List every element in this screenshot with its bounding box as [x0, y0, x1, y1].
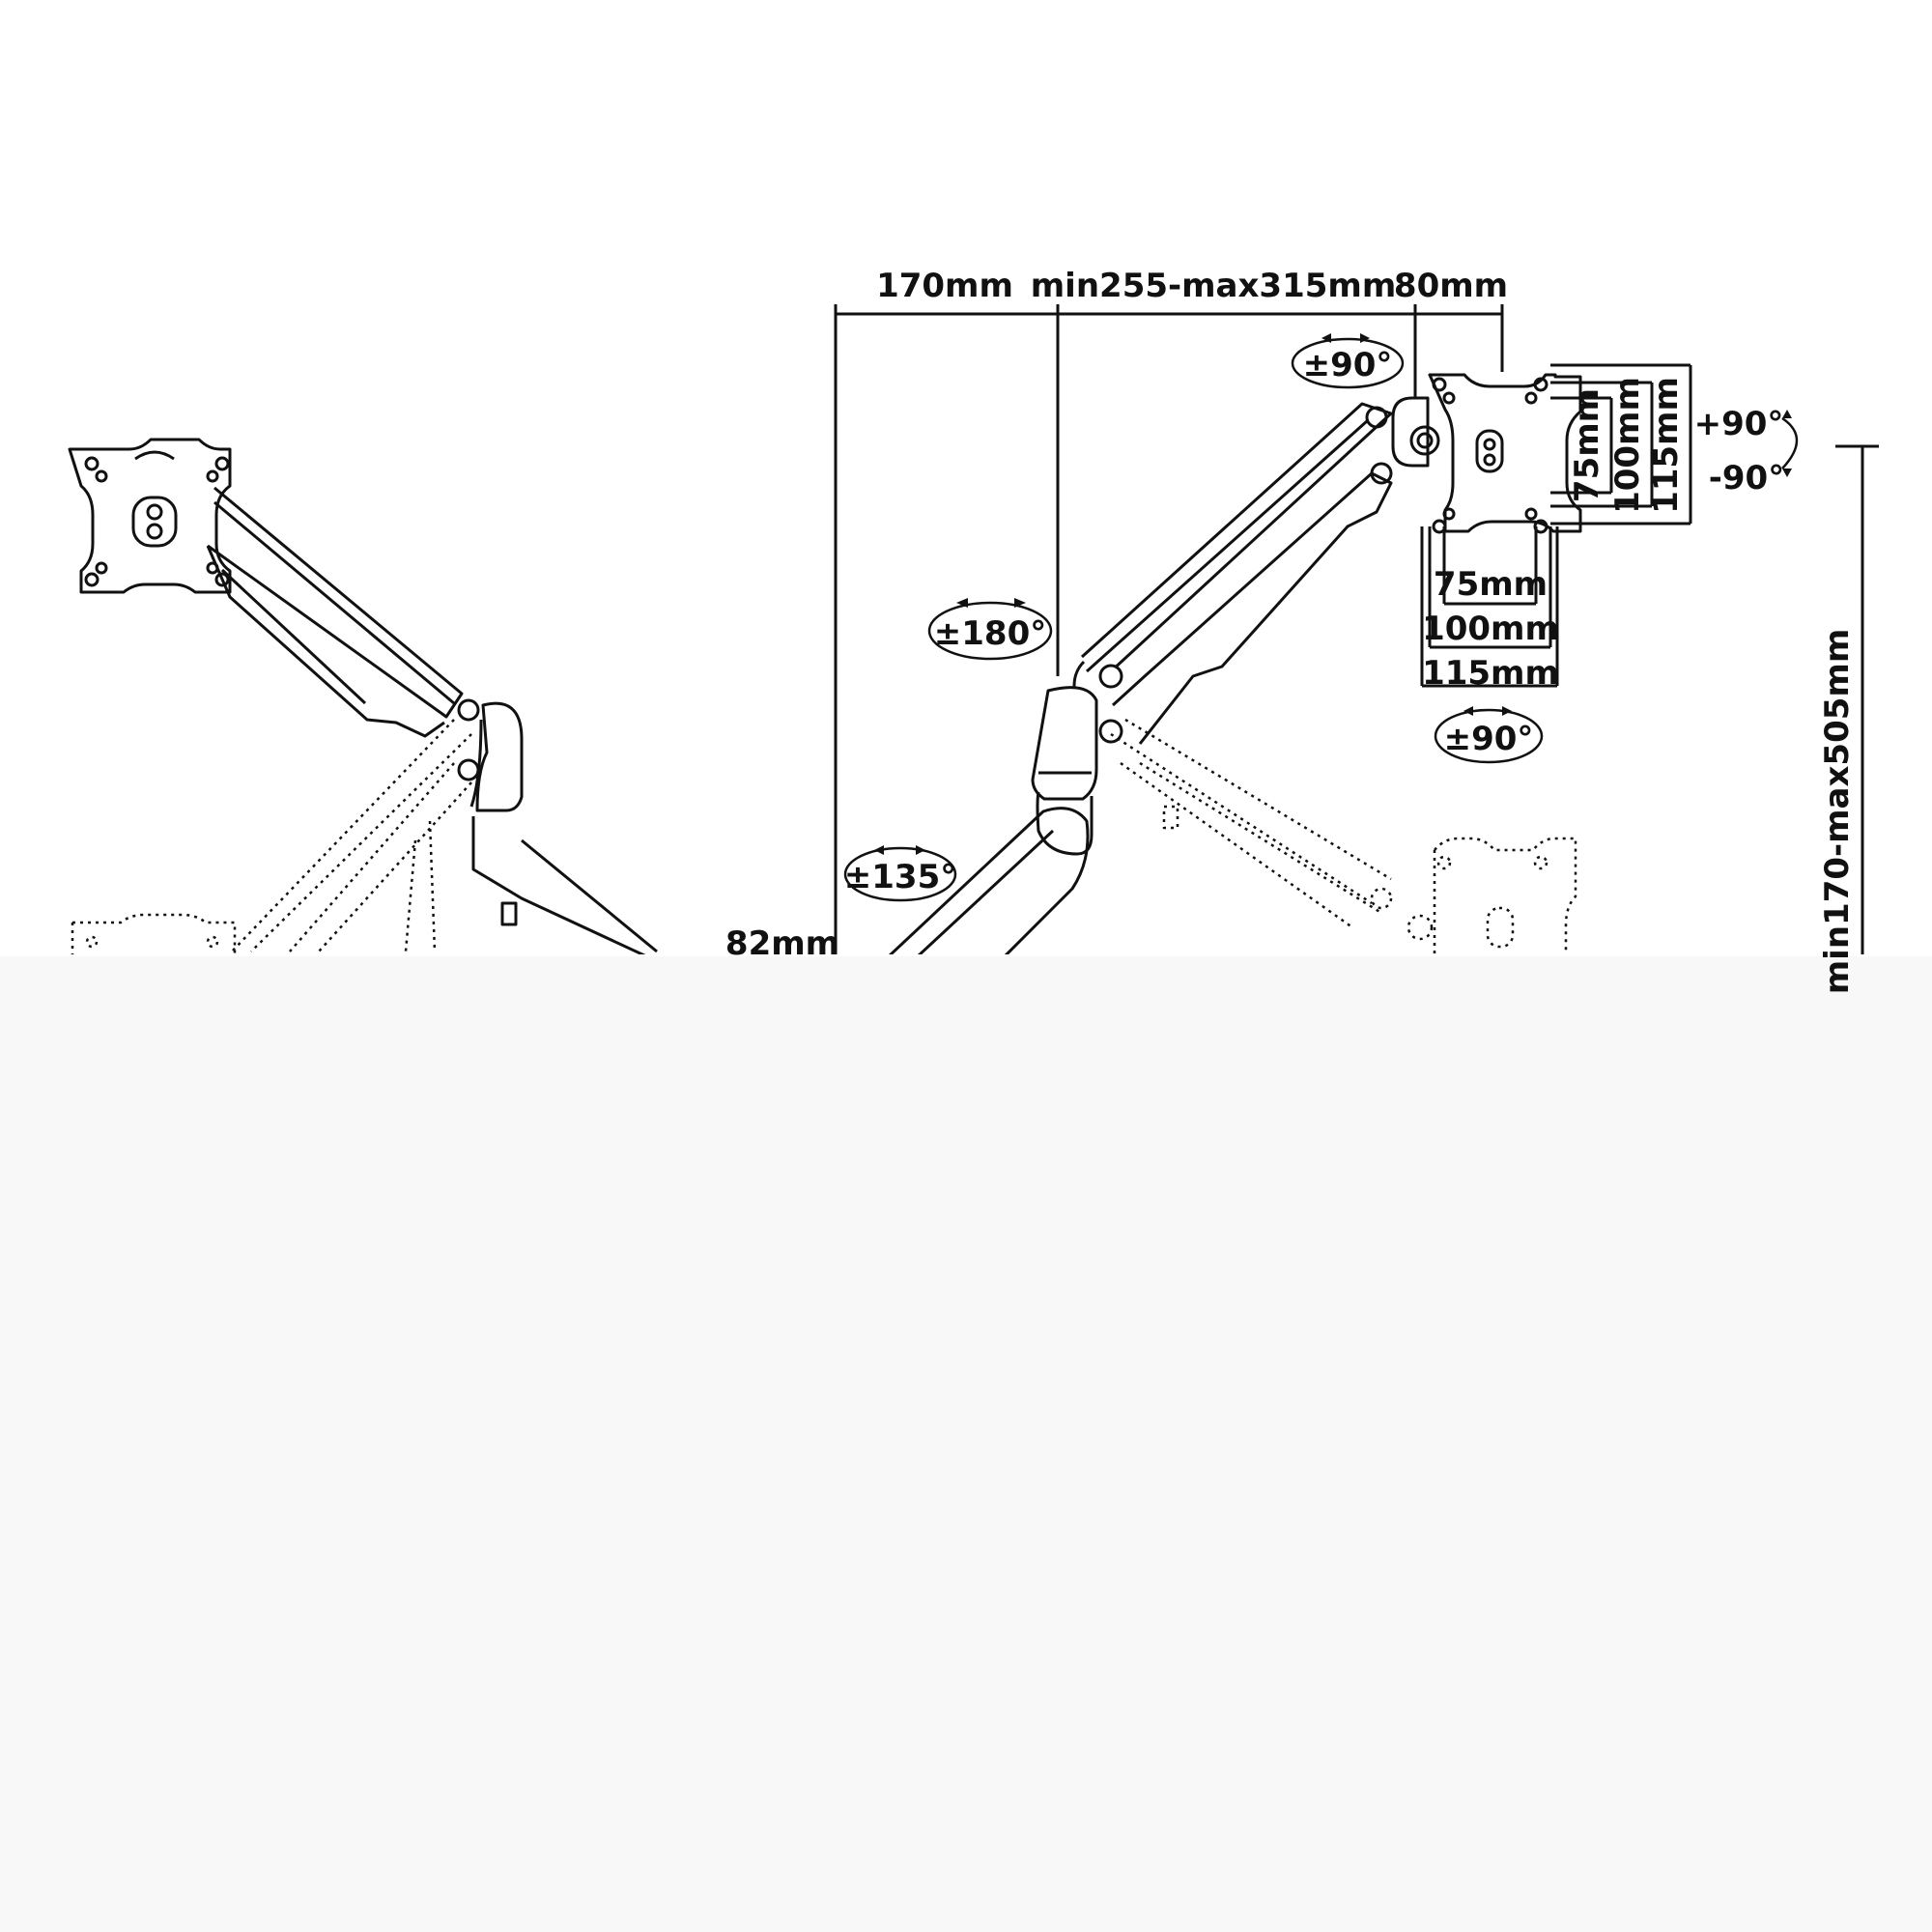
vesa-v-75: 75mm [1434, 565, 1548, 604]
vesa-h-115: 115mm [1647, 377, 1686, 514]
left-lower-arm [471, 816, 646, 954]
dim-label-82: 82mm [725, 924, 839, 963]
right-dimension-view [834, 304, 1879, 954]
angle-tilt-top: ±90° [1303, 346, 1393, 384]
angle-base-swivel: ±135° [844, 858, 956, 896]
vesa-v-100: 100mm [1422, 610, 1559, 648]
right-upper-arm [1080, 402, 1393, 673]
dim-label-255-315: min255-max315mm [1031, 267, 1397, 305]
left-pivot-column [475, 701, 524, 812]
angle-arm-swivel: ±180° [934, 614, 1046, 653]
right-lower-arm [888, 807, 1090, 954]
left-side-view [68, 438, 658, 954]
dim-label-170: 170mm [876, 267, 1013, 305]
right-vesa-plate [1428, 373, 1582, 533]
vesa-h-100: 100mm [1608, 377, 1647, 514]
left-upper-arm [207, 486, 464, 719]
angle-rotate-minus: -90° [1709, 459, 1784, 497]
labels: 170mm min255-max315mm 80mm 82mm min170-m… [725, 267, 1857, 994]
vesa-v-115: 115mm [1422, 654, 1559, 693]
dim-label-height: min170-max505mm [1818, 629, 1857, 995]
vesa-h-75: 75mm [1568, 388, 1606, 502]
right-pivot-column [1031, 686, 1098, 801]
angle-head-swivel: ±90° [1444, 720, 1534, 758]
angle-rotate-plus: +90° [1694, 405, 1784, 443]
dim-label-80: 80mm [1394, 267, 1508, 305]
lower-blank-band [0, 956, 1932, 1932]
